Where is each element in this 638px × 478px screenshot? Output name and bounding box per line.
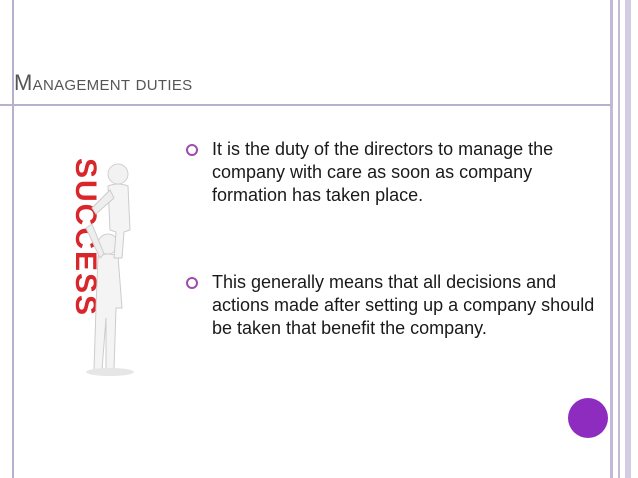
title-word-2: DUTIES <box>135 77 193 94</box>
upper-figure <box>91 163 131 259</box>
right-border-band <box>625 0 631 478</box>
right-border-line-2 <box>618 0 620 478</box>
bullet-item-1: It is the duty of the directors to manag… <box>186 138 606 207</box>
bullet-text-1: It is the duty of the directors to manag… <box>212 139 554 205</box>
left-border-line <box>12 0 14 478</box>
slide-title: MANAGEMENT DUTIES <box>14 70 192 96</box>
bullet-circle-icon <box>186 144 198 156</box>
accent-circle <box>568 398 608 438</box>
bullet-item-2: This generally means that all decisions … <box>186 271 606 340</box>
figure-shadow <box>86 368 134 376</box>
bullet-circle-icon <box>186 277 198 289</box>
right-border-line-1 <box>610 0 613 478</box>
bullet-list: It is the duty of the directors to manag… <box>186 138 606 340</box>
title-word-1: ANAGEMENT <box>32 77 131 94</box>
bullet-text-2: This generally means that all decisions … <box>212 272 595 338</box>
success-figures-illustration: SUCCESS <box>69 158 134 376</box>
title-initial: M <box>14 70 33 95</box>
title-underline <box>0 104 611 106</box>
lower-figure <box>85 223 123 371</box>
